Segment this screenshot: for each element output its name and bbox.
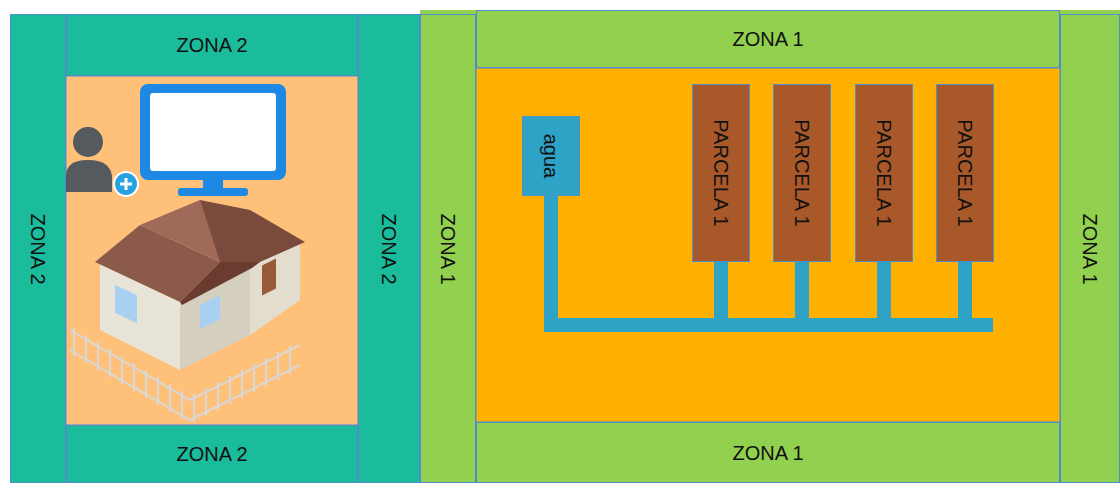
water-tank: agua [522, 116, 580, 196]
zone-label: ZONA 1 [1080, 213, 1100, 284]
teal-region [10, 14, 420, 483]
zone-label: ZONA 2 [176, 35, 247, 55]
monitor-frame [140, 84, 286, 180]
zone-band: ZONA 2 [66, 425, 358, 483]
zone-label: ZONA 2 [28, 213, 48, 284]
zone-label: ZONA 1 [732, 29, 803, 49]
door [262, 259, 276, 296]
monitor-base [178, 188, 248, 196]
zone-label: ZONA 1 [732, 443, 803, 463]
zone-label: PARCELA 1 [874, 119, 894, 226]
person-head [73, 127, 103, 157]
zone-label: ZONA 2 [379, 213, 399, 284]
add-badge [114, 172, 138, 196]
zone-band: ZONA 2 [66, 14, 358, 76]
zone-label: PARCELA 1 [711, 119, 731, 226]
zone-band: ZONA 1 [420, 14, 476, 483]
zone-label: PARCELA 1 [792, 119, 812, 226]
plus-sign [120, 178, 132, 190]
zone-band: ZONA 1 [476, 10, 1060, 68]
crop-field [476, 68, 1060, 422]
zone-label: agua [541, 134, 561, 179]
window [200, 295, 220, 329]
zone-label: ZONA 1 [438, 213, 458, 284]
parcel-box: PARCELA 1 [692, 84, 750, 262]
zone-band: ZONA 2 [10, 14, 66, 483]
green-region [420, 10, 1120, 483]
parcel-box: PARCELA 1 [773, 84, 831, 262]
roof-right [200, 200, 305, 262]
parcel-box: PARCELA 1 [936, 84, 994, 262]
parcel-box: PARCELA 1 [855, 84, 913, 262]
person-body [66, 160, 112, 192]
window [115, 285, 137, 324]
zone-band: ZONA 2 [358, 14, 420, 483]
zone-band: ZONA 1 [476, 422, 1060, 483]
zone-band: ZONA 1 [1060, 14, 1120, 483]
water-pipe [551, 196, 802, 325]
monitor-screen [150, 93, 276, 171]
home-plot [66, 76, 358, 425]
zone-label: ZONA 2 [176, 444, 247, 464]
zone-label: PARCELA 1 [955, 119, 975, 226]
